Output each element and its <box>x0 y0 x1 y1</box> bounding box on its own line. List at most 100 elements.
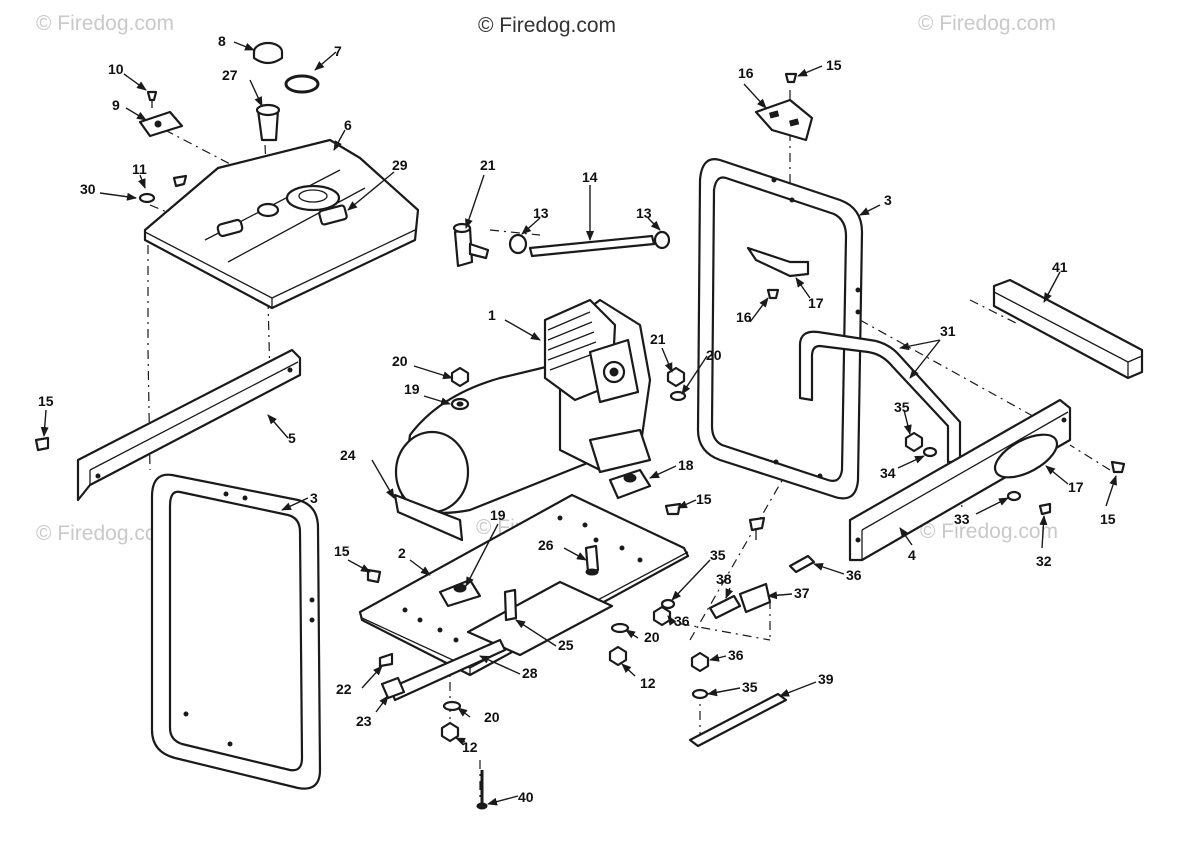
washer <box>1006 490 1022 502</box>
stud <box>503 588 518 622</box>
carry-handle <box>798 330 962 464</box>
callout-label: 13 <box>533 205 549 221</box>
callout-label: 15 <box>696 491 712 507</box>
washer <box>450 397 470 411</box>
screw <box>748 516 766 540</box>
callout-label: 15 <box>1100 511 1116 527</box>
hex-nut <box>652 605 672 627</box>
callout-label: 23 <box>356 713 372 729</box>
callout-label: 17 <box>1068 479 1084 495</box>
hex-nut <box>690 651 710 673</box>
ground-bracket <box>738 582 772 614</box>
callout-label: 36 <box>728 647 744 663</box>
callout-label: 7 <box>334 43 342 59</box>
callout-label: 15 <box>826 57 842 73</box>
callout-label: 19 <box>404 381 420 397</box>
callouts: 1 2 3 3 4 5 6 7 8 9 10 11 12 12 13 13 14 <box>38 33 1117 806</box>
callout-label: 35 <box>742 679 758 695</box>
screw <box>1110 460 1126 474</box>
callout-label: 32 <box>1036 553 1052 569</box>
hex-nut <box>904 431 924 453</box>
base-plate <box>358 493 690 677</box>
callout-label: 20 <box>644 629 660 645</box>
washer <box>138 192 156 204</box>
hex-nut <box>450 366 470 388</box>
callout-label: 34 <box>880 465 896 481</box>
callout-label: 16 <box>736 309 752 325</box>
callout-label: 18 <box>678 457 694 473</box>
hose-clamp <box>508 233 528 255</box>
callout-label: 25 <box>558 637 574 653</box>
fuel-tank <box>143 138 420 310</box>
washer <box>610 622 630 634</box>
callout-label: 24 <box>340 447 356 463</box>
callout-label: 8 <box>218 33 226 49</box>
bolt <box>584 544 600 576</box>
callout-label: 35 <box>894 399 910 415</box>
watermark: © Firedog.com <box>36 12 174 35</box>
generator-engine <box>394 298 652 514</box>
hex-nut <box>666 366 686 388</box>
callout-label: 36 <box>674 613 690 629</box>
callout-label: 9 <box>112 97 120 113</box>
hose-clamp <box>653 230 671 250</box>
callout-label: 15 <box>334 543 350 559</box>
callout-label: 20 <box>392 353 408 369</box>
callout-label: 31 <box>940 323 956 339</box>
side-panel <box>848 398 1072 562</box>
callout-label: 12 <box>640 675 656 691</box>
screw <box>766 288 780 300</box>
fuel-strainer <box>255 103 281 142</box>
bolt <box>172 174 188 188</box>
hex-nut <box>608 645 628 667</box>
callout-label: 30 <box>80 181 96 197</box>
rear-rail <box>992 278 1144 380</box>
callout-label: 37 <box>794 585 810 601</box>
watermark: © Firedog.com <box>920 520 1058 543</box>
callout-label: 27 <box>222 67 238 83</box>
frame-left <box>150 473 322 790</box>
vibration-mount <box>608 468 652 500</box>
callout-label: 19 <box>490 507 506 523</box>
washer <box>660 598 676 610</box>
callout-label: 14 <box>582 169 598 185</box>
washer <box>442 700 462 712</box>
callout-label: 20 <box>484 709 500 725</box>
washer <box>922 446 938 458</box>
callout-label: 21 <box>480 157 496 173</box>
washer <box>691 688 709 700</box>
screw <box>366 568 382 584</box>
foot-bracket <box>380 676 406 700</box>
fuel-strainer-ring <box>284 74 320 94</box>
callout-label: 12 <box>462 739 478 755</box>
screw <box>1038 502 1052 516</box>
callout-label: 26 <box>538 537 554 553</box>
callout-label: 40 <box>518 789 534 805</box>
engine-bracket <box>393 493 464 542</box>
screw <box>664 502 682 516</box>
callout-label: 3 <box>884 192 892 208</box>
fuel-cap <box>252 41 284 65</box>
callout-label: 35 <box>710 547 726 563</box>
gauge-bracket <box>138 110 184 138</box>
callout-label: 36 <box>846 567 862 583</box>
screw <box>146 90 158 108</box>
callout-label: 39 <box>818 671 834 687</box>
fuel-hose <box>528 234 656 258</box>
callout-label: 11 <box>132 161 147 177</box>
callout-label: 29 <box>392 157 408 173</box>
frame-right <box>696 158 864 500</box>
terminal-clip <box>708 594 742 620</box>
screw <box>34 436 50 452</box>
watermark: © Firedog.com <box>478 14 616 37</box>
callout-label: 38 <box>716 571 732 587</box>
callout-label: 4 <box>908 547 916 563</box>
callout-label: 10 <box>108 61 124 77</box>
callout-label: 5 <box>288 430 296 446</box>
callout-label: 13 <box>636 205 652 221</box>
side-rail <box>76 348 302 502</box>
callout-label: 2 <box>398 545 406 561</box>
callout-label: 22 <box>336 681 352 697</box>
handle-bracket <box>746 246 810 278</box>
